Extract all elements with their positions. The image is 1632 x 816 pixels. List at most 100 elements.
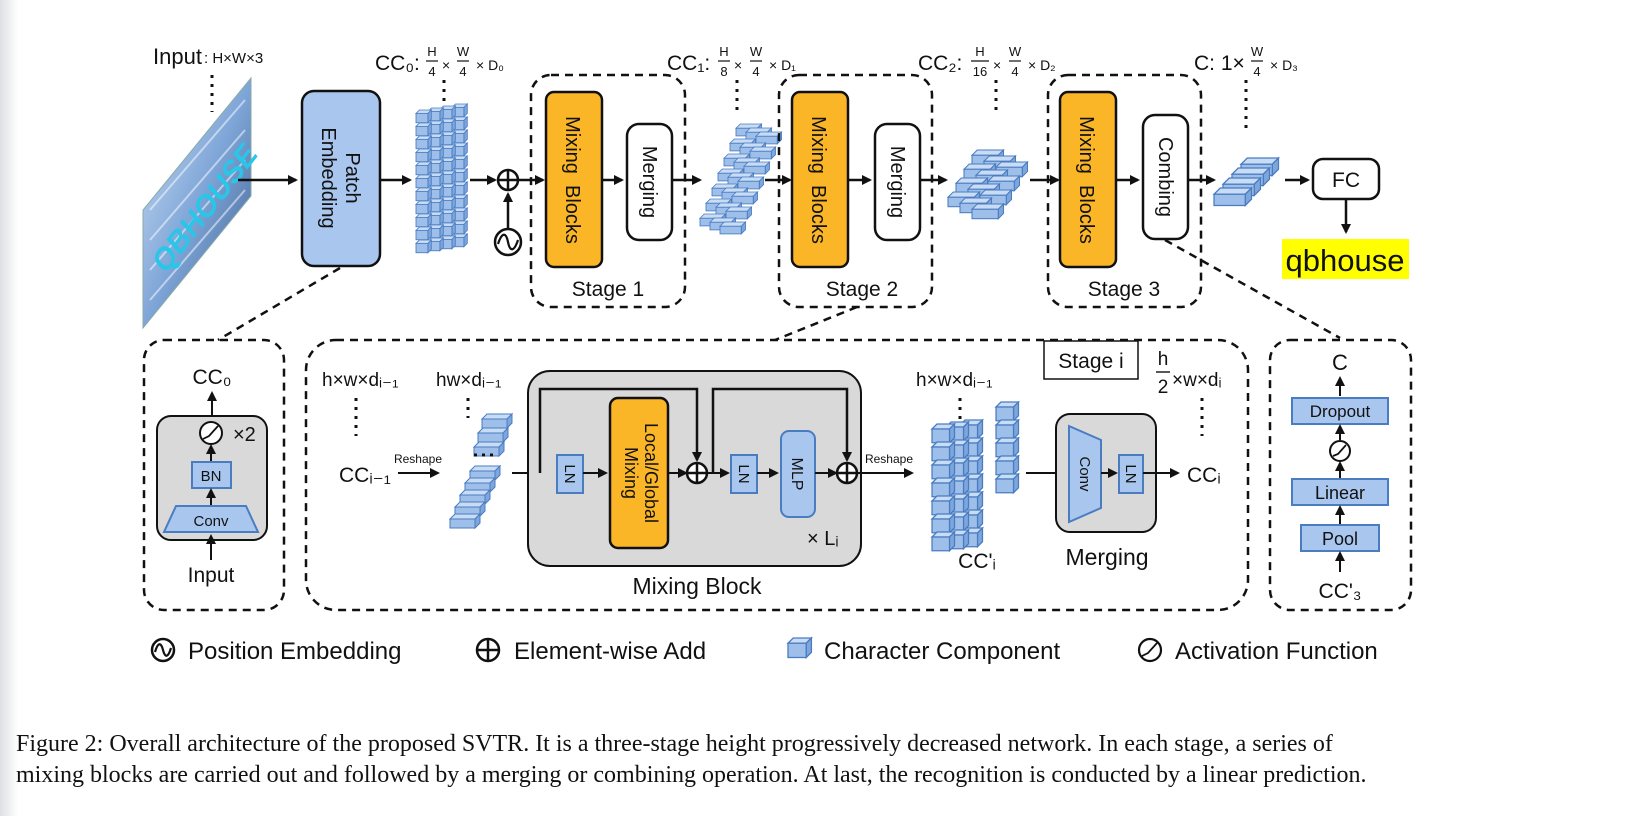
ccprime-stack-cube-24 — [995, 455, 1020, 476]
cc0-stack-cube-37 — [415, 161, 432, 176]
cc0-stack-cube-41 — [415, 213, 432, 228]
stage2-label: Stage 2 — [826, 278, 898, 301]
legend-activation-function: Activation Function — [1175, 638, 1378, 665]
cc0-stack-cube-38 — [415, 174, 432, 189]
stage3-mixing-label: Mixing Blocks — [1075, 116, 1097, 244]
patch-embedding-label-2: Embedding — [317, 127, 339, 228]
cc1-stack-cube-17 — [725, 206, 752, 220]
output-text: qbhouse — [1286, 243, 1405, 278]
cc2-component-stack — [947, 149, 1029, 220]
cc1-stack-cube-5 — [749, 146, 776, 160]
cc0-stack-cube-34 — [415, 122, 432, 137]
cc1-8: 8 — [720, 64, 727, 79]
legend-add-icon — [475, 637, 501, 663]
combing-cc3-label: CC'₃ — [1319, 580, 1362, 603]
c-component-stack — [1213, 157, 1280, 207]
patch-detail-bn-label: BN — [201, 468, 222, 485]
cc2-shape-label: CC₂: H 16 × W 4 × D₂ — [918, 44, 1056, 79]
ccprime-stack-cube-23 — [995, 437, 1020, 458]
dims-merged-rest: ×w×dᵢ — [1172, 370, 1221, 391]
c-label: C: 1× — [1194, 52, 1245, 75]
pool-box — [1300, 524, 1380, 552]
merging-conv-label: Conv — [1076, 456, 1093, 492]
reshape1-label: Reshape — [394, 452, 442, 466]
fc-label: FC — [1332, 169, 1360, 192]
stage-i-title: Stage i — [1058, 350, 1123, 373]
pool-label: Pool — [1322, 529, 1358, 549]
output-highlight — [1282, 239, 1409, 279]
stage3-label: Stage 3 — [1088, 278, 1160, 301]
reshape2-label: Reshape — [865, 452, 913, 466]
stage3-dashed-box — [1046, 73, 1203, 309]
times-l-label: × Lᵢ — [807, 528, 839, 550]
add1-circle — [685, 461, 709, 485]
page-edge-shadow — [0, 0, 18, 816]
patch-detail-activation-icon — [199, 421, 223, 445]
local-global-label-2: Mixing — [621, 447, 641, 499]
cc-in-label: CCᵢ₋₁ — [339, 464, 391, 487]
stage2-merging-box — [873, 122, 922, 242]
cc0-stack-cube-40 — [415, 200, 432, 215]
combing-activation-icon — [1329, 440, 1351, 462]
residual-skip-1 — [538, 387, 702, 473]
cc-prime-label: CC'ᵢ — [958, 550, 996, 573]
dims-out-label: h×w×dᵢ₋₁ — [916, 370, 992, 391]
stage1-label: Stage 1 — [572, 278, 644, 301]
dims-flat-label: hw×dᵢ₋₁ — [436, 370, 501, 391]
dims-merged-2: 2 — [1158, 377, 1169, 398]
patch-detail-cc0: CC₀ — [192, 366, 231, 389]
linear-box — [1291, 478, 1389, 506]
stage-detail-dashed-box — [304, 338, 1250, 612]
connector-patch-detail — [217, 266, 341, 342]
linear-label: Linear — [1315, 483, 1365, 503]
ccprime-stack-cube-15 — [931, 441, 956, 462]
patch-detail-conv-trapezoid — [162, 505, 260, 533]
merging-detail-label: Merging — [1065, 544, 1148, 570]
cc2-stack-cube-11 — [971, 203, 1005, 220]
ccprime-stack-cube-22 — [995, 419, 1020, 440]
merging-conv-trapezoid — [1068, 424, 1102, 524]
patch-embedding-label-1: Patch — [341, 152, 363, 203]
legend-position-embedding-icon — [150, 637, 176, 663]
patch-detail-dashed-box — [142, 338, 286, 612]
flat-stack-cube-2 — [473, 441, 505, 457]
cc1-stack-cube-11 — [737, 176, 764, 190]
cc2-d2: × D₂ — [1028, 57, 1056, 73]
add2-circle — [835, 461, 859, 485]
cc0-h: H — [427, 44, 436, 59]
ccprime-stack-cube-21 — [995, 401, 1020, 422]
cc1-times: × — [734, 57, 742, 73]
mixing-block-label: Mixing Block — [632, 573, 762, 599]
input-image: QBHOUSE — [142, 76, 263, 330]
cc-out-label: CCᵢ — [1187, 464, 1221, 487]
cc1-h: H — [719, 44, 728, 59]
c-d3: × D₃ — [1270, 57, 1298, 73]
mlp-label: MLP — [788, 458, 805, 491]
dims-in-label: h×w×dᵢ₋₁ — [322, 370, 398, 391]
cc1-stack-cube-20 — [719, 221, 746, 235]
stage1-mixing-label: Mixing Blocks — [561, 116, 583, 244]
add-circle-top — [496, 168, 520, 192]
c-w: W — [1251, 44, 1264, 59]
connector-combing-detail — [1164, 238, 1341, 340]
patch-detail-input: Input — [188, 564, 235, 587]
ln1-label: LN — [561, 464, 578, 483]
flattened-component-stack — [449, 413, 513, 529]
cc0-component-stack — [415, 103, 468, 254]
ln1-box — [556, 454, 584, 494]
ln2-box — [730, 454, 758, 494]
caption-line-1: Figure 2: Overall architecture of the pr… — [16, 731, 1333, 757]
cc2-times: × — [993, 57, 1001, 73]
dropout-label: Dropout — [1310, 402, 1371, 421]
cc0-d0: × D₀ — [476, 57, 504, 73]
residual-skip-2 — [711, 387, 852, 473]
legend-position-embedding: Position Embedding — [188, 638, 401, 665]
ccprime-stack-cube-17 — [931, 477, 956, 498]
cc-prime-component-stack — [931, 401, 1020, 552]
legend-element-wise-add: Element-wise Add — [514, 638, 706, 665]
cc0-shape-label: CC₀: H 4 × W 4 × D₀ — [375, 44, 504, 79]
ccprime-stack-cube-16 — [931, 459, 956, 480]
caption-line-2: mixing blocks are carried out and follow… — [16, 762, 1367, 788]
stage-i-title-box — [1043, 340, 1139, 380]
ccprime-stack-cube-19 — [931, 513, 956, 534]
